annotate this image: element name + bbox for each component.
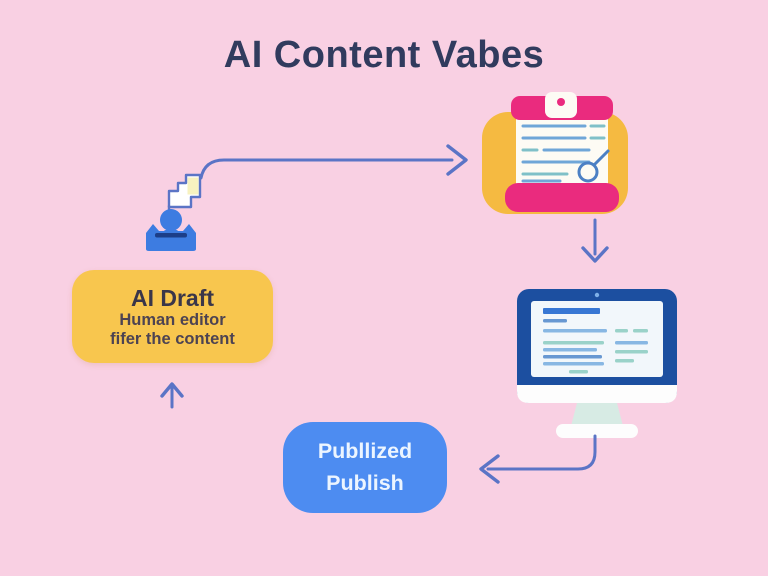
publish-node: Publlized Publish — [283, 422, 447, 513]
arrow-up-to-draft — [160, 382, 184, 409]
clipboard-review-icon — [482, 92, 628, 214]
publish-node-line-2: Publish — [326, 470, 404, 495]
arrow-down-icon — [581, 246, 609, 263]
arrow-right-icon — [446, 144, 468, 176]
page-title: AI Content Vabes — [223, 34, 545, 76]
draft-node-subtitle-2: fifer the content — [110, 329, 235, 348]
clipboard-text-lines — [521, 124, 606, 183]
arrow-left-icon — [479, 454, 500, 484]
publish-node-line-1: Publlized — [317, 439, 413, 464]
arrow-draft-to-review — [199, 144, 468, 180]
screen-text-lines — [543, 308, 648, 374]
draft-node: AI Draft Human editor fifer the content — [72, 270, 273, 363]
author-stamp-icon — [146, 209, 196, 251]
camera-dot — [594, 292, 600, 298]
clipboard-tray — [505, 183, 619, 212]
arrow-review-to-display — [581, 218, 609, 263]
arrow-up-icon — [160, 382, 184, 398]
draft-node-title: AI Draft — [130, 284, 215, 311]
monitor-neck — [571, 403, 623, 426]
arrow-display-to-publish — [479, 434, 597, 484]
magnifier-icon — [577, 149, 610, 183]
monitor-display-icon — [517, 289, 677, 438]
draft-node-subtitle-1: Human editor — [119, 311, 226, 330]
steps-glyph — [167, 173, 202, 213]
monitor-base — [556, 424, 638, 438]
